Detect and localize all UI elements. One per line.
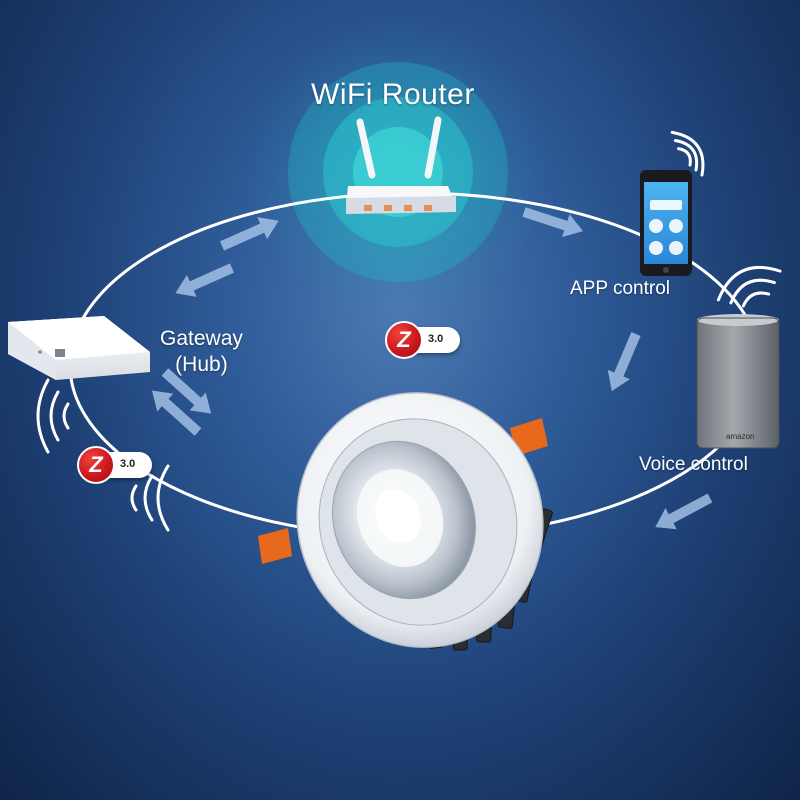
zigbee-version: 3.0 [120, 458, 136, 470]
app-control-label: APP control [570, 278, 670, 299]
smartphone-icon [640, 170, 692, 276]
gateway-hub-icon [8, 316, 150, 380]
signal-waves-icon [716, 266, 782, 308]
wifi-router-label: WiFi Router [311, 78, 475, 111]
zigbee-badge-gateway: Z 3.0 [77, 446, 152, 484]
speaker-brand-text: amazon [726, 432, 755, 441]
signal-waves-icon [670, 130, 705, 177]
signal-waves-icon [36, 378, 170, 532]
zigbee-icon: Z [385, 321, 423, 359]
wifi-glow [248, 22, 548, 322]
gateway-label: Gateway (Hub) [160, 326, 243, 378]
gateway-label-line1: Gateway [160, 327, 243, 350]
downlight-icon [258, 392, 553, 651]
zigbee-badge-center: Z 3.0 [385, 321, 460, 359]
arrow-voice-to-light [649, 487, 716, 538]
smart-speaker-icon [696, 314, 780, 449]
wifi-router-icon [346, 116, 456, 214]
gateway-label-line2: (Hub) [175, 353, 228, 376]
zigbee-icon: Z [77, 446, 115, 484]
zigbee-version: 3.0 [428, 333, 444, 345]
arrow-app-to-light [600, 329, 648, 396]
voice-control-label: Voice control [639, 454, 748, 475]
arrow-from-router [170, 257, 237, 305]
